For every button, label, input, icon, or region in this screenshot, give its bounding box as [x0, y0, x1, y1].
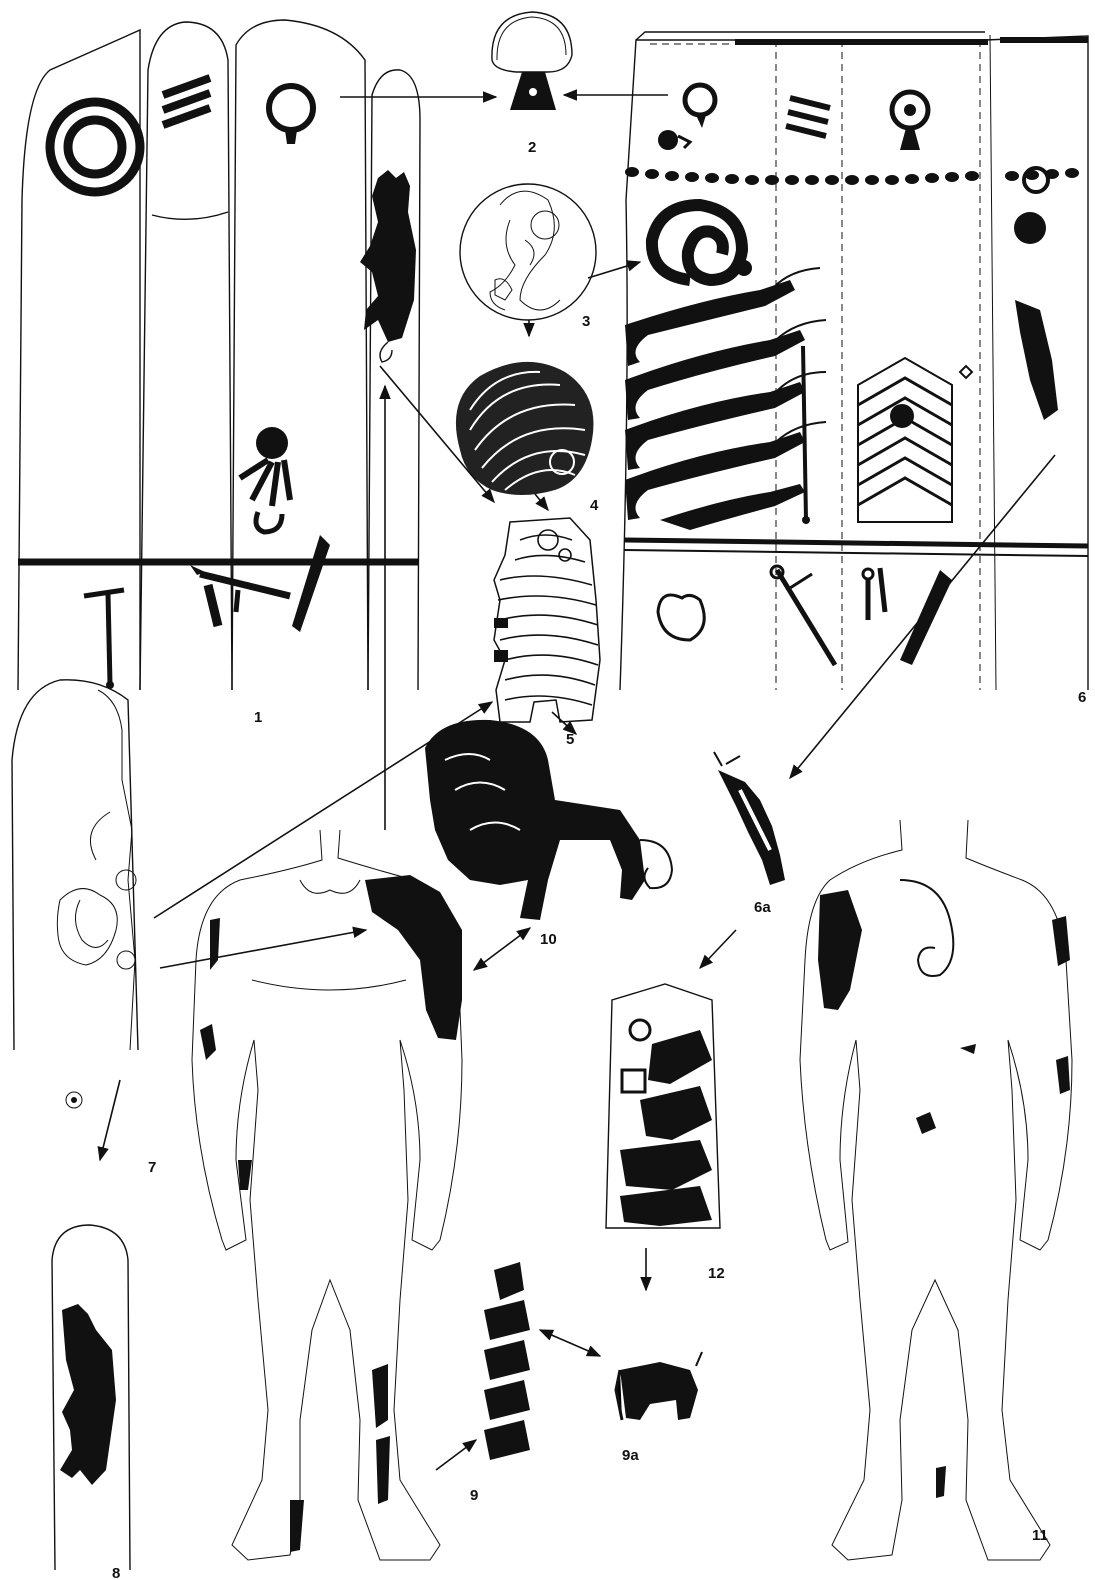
three-bar-sign-6: [786, 98, 830, 136]
panel-2-torque: [492, 12, 572, 110]
panel-8-stone: [52, 1225, 130, 1570]
panel-3-medallion: [460, 184, 596, 320]
label-4: 4: [590, 497, 599, 514]
label-2: 2: [528, 139, 536, 156]
connector-arrows: [100, 95, 1055, 1470]
panel-4-curled-feline: [456, 362, 594, 495]
ring-sign: [685, 85, 715, 115]
arrow-6a-to-12: [700, 930, 736, 968]
three-bar-sign: [163, 78, 210, 125]
label-5: 5: [566, 731, 574, 748]
panel-9a-animal: [616, 1352, 702, 1420]
panel-9-strip: [484, 1262, 530, 1460]
arrow-7-to-9: [160, 930, 366, 968]
disc-pendant-sign: [892, 92, 928, 150]
hand-sun-sign: [240, 427, 290, 532]
ring-pendant-sign: [269, 86, 313, 144]
spiral-creature: [652, 205, 752, 280]
arrow-3-to-6: [588, 262, 640, 278]
panel-11-human-back: [800, 820, 1072, 1560]
chevron-shield: [858, 358, 972, 522]
label-6a: 6a: [754, 899, 771, 916]
panel-5-standing-tiger: [494, 518, 600, 722]
dotted-necklace: [625, 167, 1079, 185]
dagger-knife-signs: [190, 535, 330, 632]
panel-10-tiger: [425, 720, 672, 920]
panel-6a-deer: [714, 752, 785, 885]
label-6: 6: [1078, 689, 1086, 706]
label-1: 1: [254, 709, 262, 726]
stylized-deer-column: [625, 268, 826, 530]
panel-9-human-front: [192, 830, 462, 1560]
panel-1-stone: [18, 20, 420, 690]
label-11: 11: [1032, 1527, 1048, 1544]
arrow-4-to-5: [535, 494, 548, 510]
label-10: 10: [540, 931, 557, 948]
arrow-9-10: [474, 928, 530, 970]
label-7: 7: [148, 1159, 156, 1176]
arrow-9-to-strip: [436, 1440, 476, 1470]
panel-12-stone: [606, 984, 720, 1228]
label-9a: 9a: [622, 1447, 639, 1464]
label-12: 12: [708, 1265, 725, 1282]
pick-tool-sign: [84, 590, 124, 689]
arrow-7-to-8: [100, 1080, 120, 1160]
arrow-9-9a: [540, 1330, 600, 1356]
concentric-circle-sign: [50, 102, 140, 192]
leopard-silhouette: [360, 170, 416, 362]
panel-6-stone: [620, 32, 1088, 690]
panel-7-stone: [12, 680, 138, 1108]
label-8: 8: [112, 1565, 120, 1580]
label-9: 9: [470, 1487, 478, 1504]
label-3: 3: [582, 313, 590, 330]
